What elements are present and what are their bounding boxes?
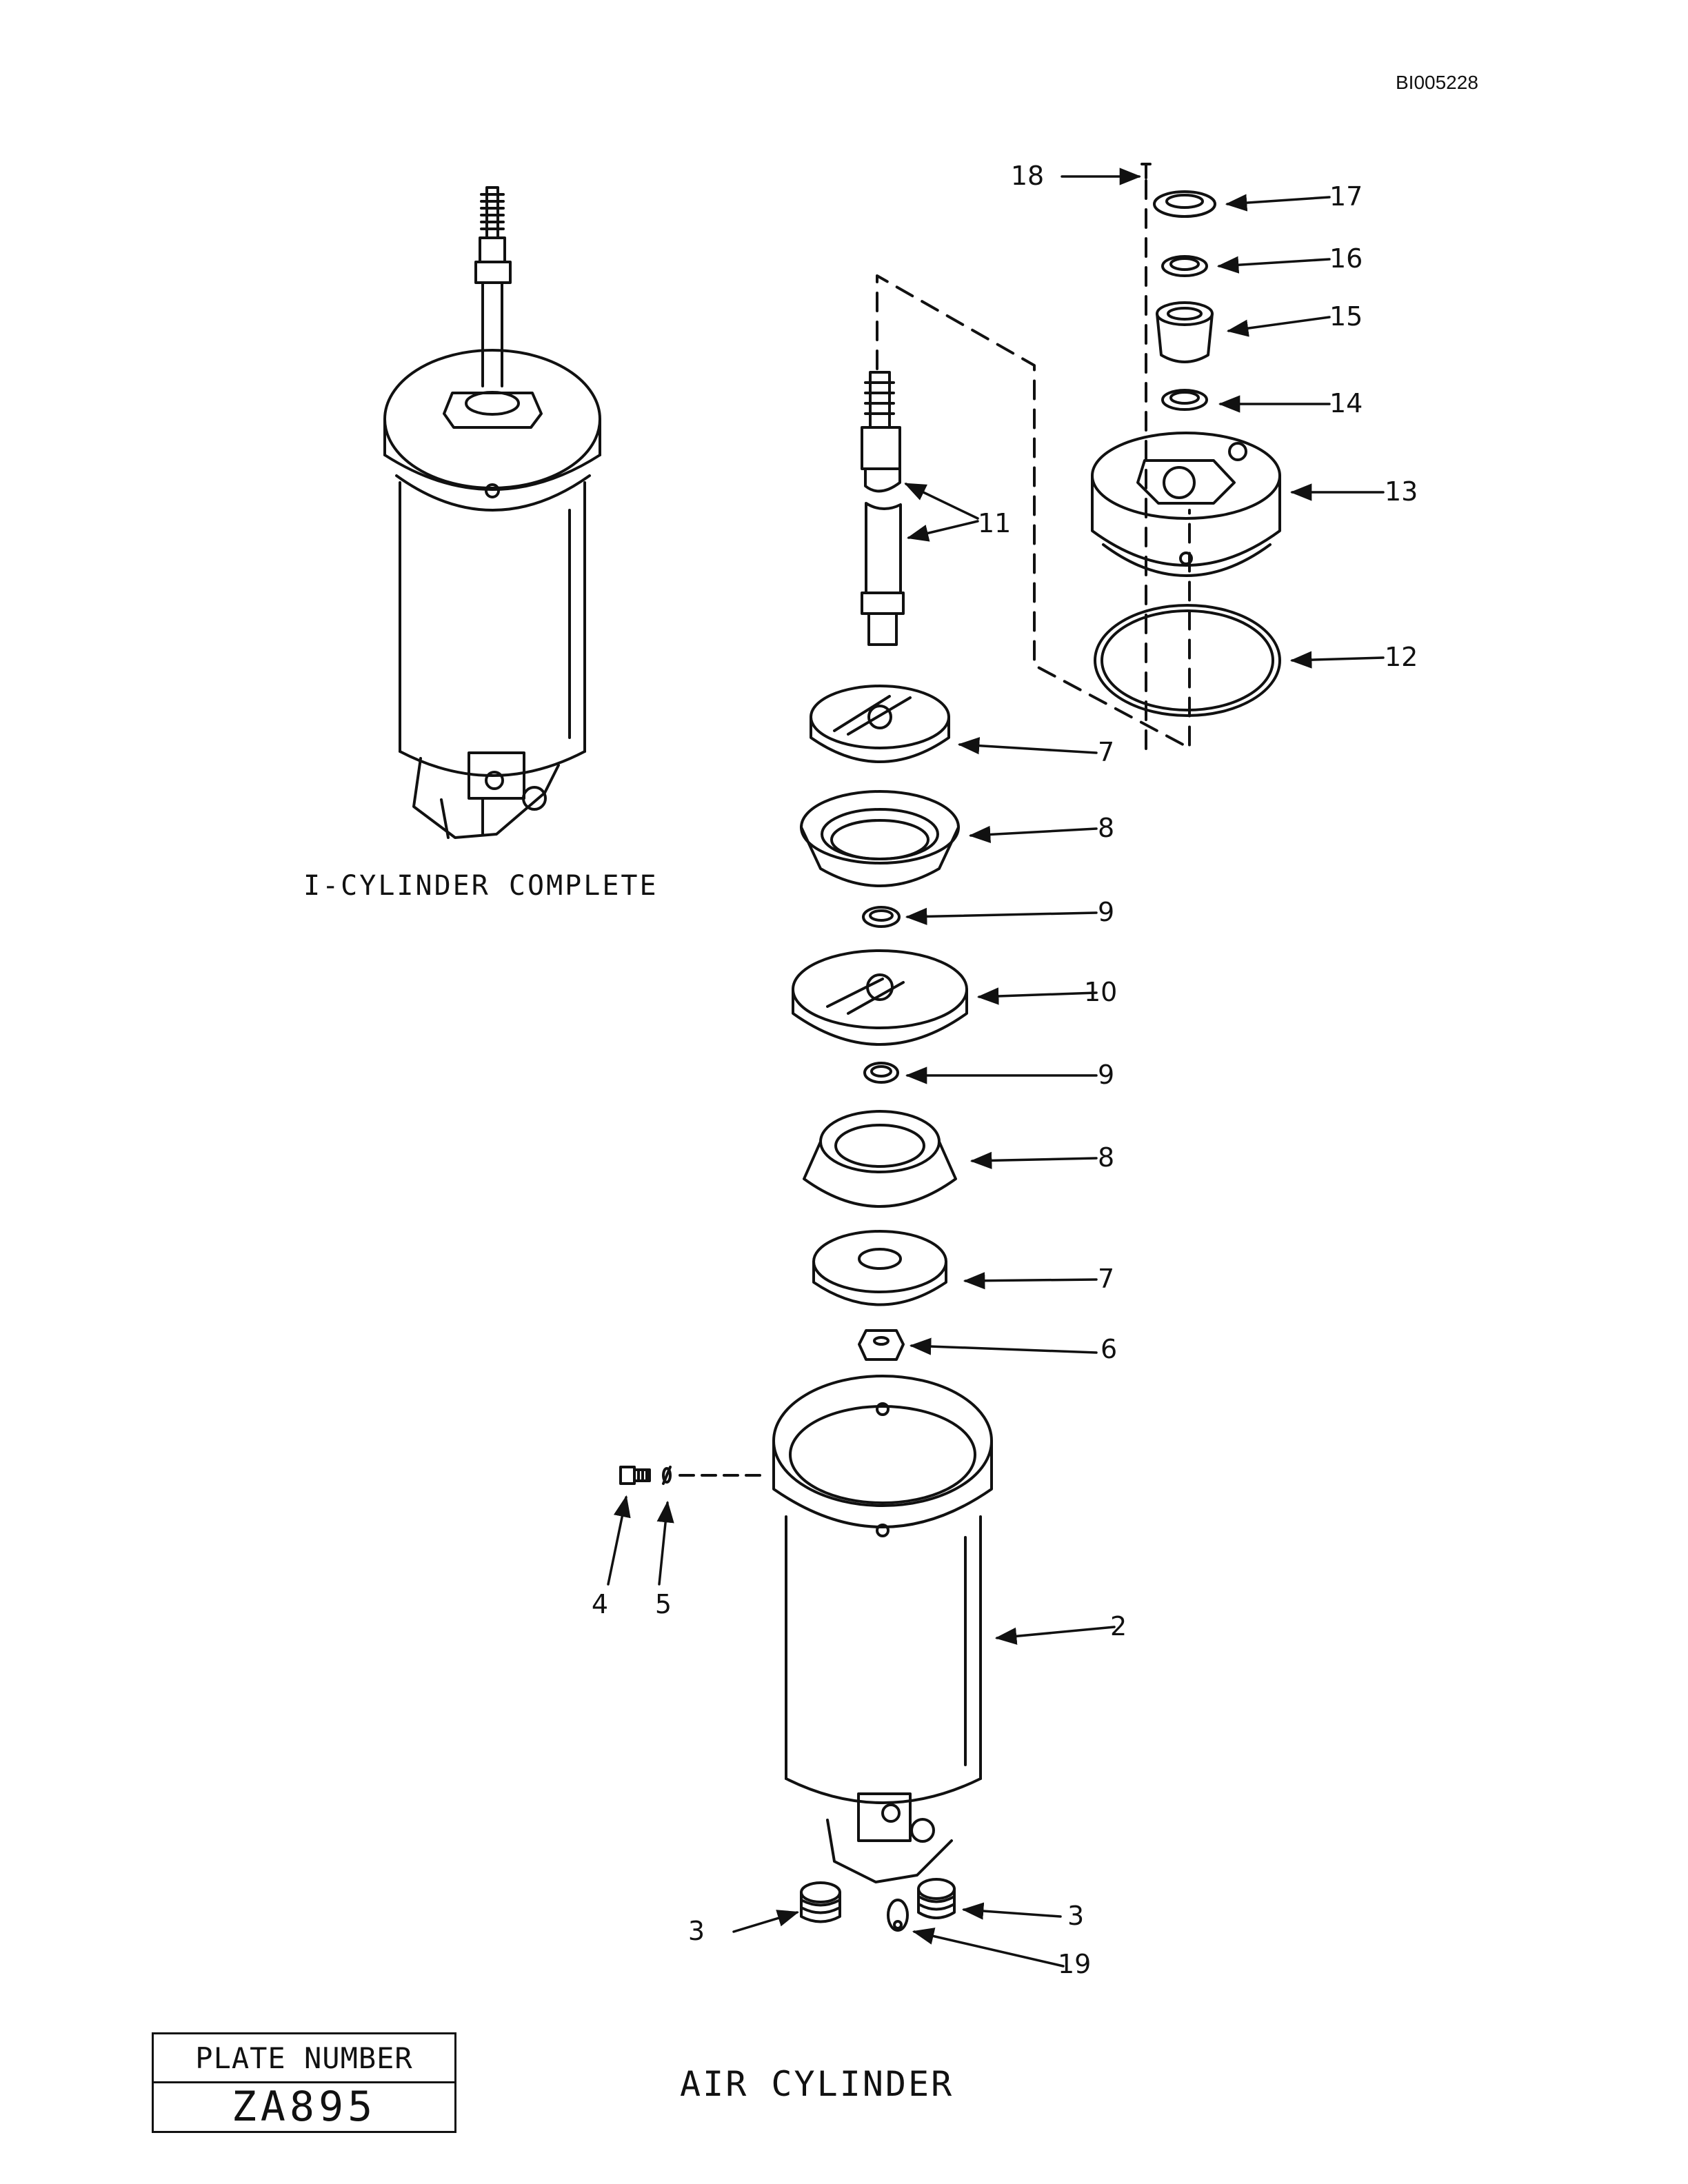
callout-7-upper: 7 bbox=[1098, 737, 1114, 767]
ring-14 bbox=[1161, 389, 1208, 411]
plate-7-lower bbox=[812, 1230, 947, 1306]
callout-3-right: 3 bbox=[1067, 1901, 1084, 1931]
callout-9-lower: 9 bbox=[1098, 1060, 1114, 1090]
screw-18 bbox=[1141, 163, 1152, 179]
callout-15: 15 bbox=[1329, 301, 1363, 332]
callout-14: 14 bbox=[1329, 388, 1363, 418]
plate-number-label-row: PLATE NUMBER bbox=[154, 2034, 454, 2081]
callout-4: 4 bbox=[592, 1589, 608, 1619]
head-13 bbox=[1091, 432, 1281, 577]
callout-17: 17 bbox=[1329, 181, 1363, 212]
o-ring-12 bbox=[1094, 604, 1281, 717]
dashed-alignment-guide bbox=[876, 274, 1191, 749]
callout-7-lower: 7 bbox=[1098, 1264, 1114, 1294]
callout-6: 6 bbox=[1101, 1334, 1117, 1364]
document-id: BI005228 bbox=[1396, 72, 1478, 93]
plate-number-box: PLATE NUMBER ZA895 bbox=[152, 2032, 456, 2133]
callout-18: 18 bbox=[1011, 161, 1044, 191]
cylinder-complete-illustration bbox=[383, 186, 601, 839]
ring-16 bbox=[1161, 255, 1208, 277]
washer-9-lower bbox=[863, 1062, 899, 1084]
callout-9-upper: 9 bbox=[1098, 897, 1114, 927]
diagram-title: AIR CYLINDER bbox=[680, 2064, 954, 2104]
callout-2: 2 bbox=[1110, 1611, 1127, 1641]
screw-4 bbox=[619, 1466, 651, 1485]
cup-seal-8-upper bbox=[800, 790, 960, 887]
callout-8-upper: 8 bbox=[1098, 813, 1114, 843]
plug-3-right bbox=[917, 1878, 956, 1919]
pin-5 bbox=[662, 1466, 672, 1485]
callout-12: 12 bbox=[1385, 642, 1418, 672]
nut-6 bbox=[858, 1329, 905, 1361]
barrel-2 bbox=[772, 1375, 993, 1883]
callout-11: 11 bbox=[978, 508, 1011, 538]
plate-10 bbox=[792, 949, 968, 1046]
callout-13: 13 bbox=[1385, 476, 1418, 507]
plate-number-value-row: ZA895 bbox=[154, 2081, 454, 2131]
washer-9-upper bbox=[862, 906, 901, 928]
callout-19: 19 bbox=[1058, 1949, 1091, 1979]
bushing-15 bbox=[1156, 301, 1214, 363]
cup-seal-8-lower bbox=[803, 1110, 957, 1208]
plate-7-upper bbox=[810, 685, 950, 763]
callout-5: 5 bbox=[655, 1589, 672, 1619]
callout-8-lower: 8 bbox=[1098, 1142, 1114, 1173]
plate-number-value: ZA895 bbox=[231, 2083, 377, 2131]
callout-labels: 18 17 16 15 14 13 12 11 7 8 9 10 9 8 7 6… bbox=[592, 161, 1418, 1979]
callout-3-left: 3 bbox=[688, 1916, 705, 1946]
plate-number-label: PLATE NUMBER bbox=[195, 2041, 413, 2075]
callout-10: 10 bbox=[1084, 977, 1117, 1007]
piston-rod-illustration bbox=[861, 371, 905, 646]
fitting-19 bbox=[887, 1899, 909, 1932]
cylinder-complete-caption: I-CYLINDER COMPLETE bbox=[303, 870, 659, 902]
leader-arrows bbox=[607, 168, 1385, 1968]
washer-17 bbox=[1153, 190, 1216, 218]
callout-16: 16 bbox=[1329, 243, 1363, 274]
plug-3-left bbox=[800, 1881, 841, 1923]
